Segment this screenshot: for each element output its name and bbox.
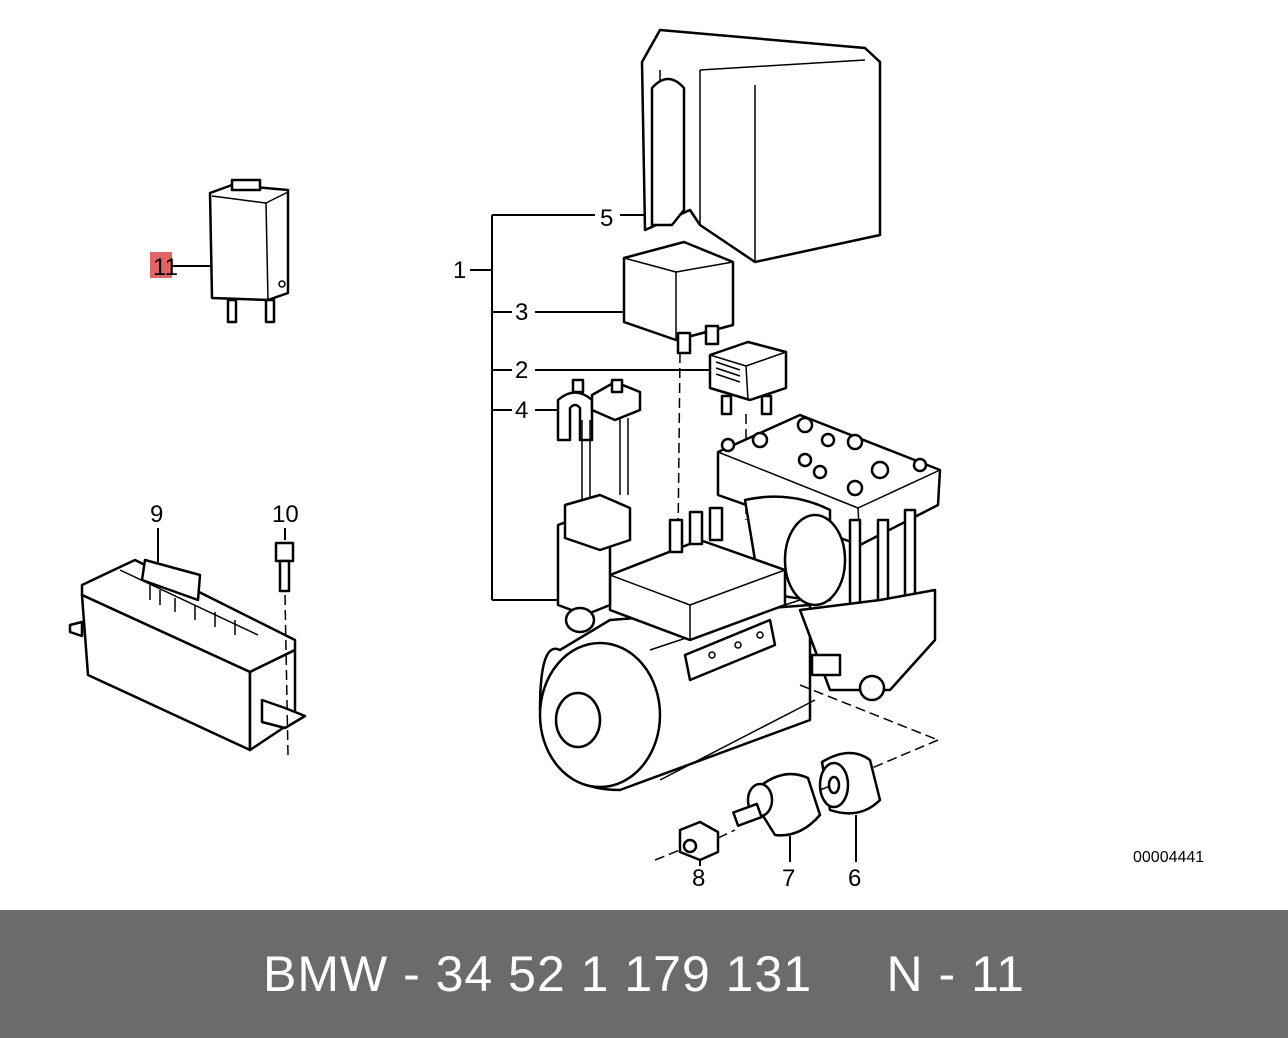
callout-5[interactable]: 5 (600, 205, 613, 232)
rubber-mount-part-6: 6 (818, 751, 882, 892)
relay-part-2: 2 (515, 340, 788, 520)
parts-diagram-svg: 11 9 10 1 (68, 28, 1204, 892)
diagram-code: 00004441 (1133, 849, 1204, 866)
hydraulic-unit-assembly (538, 413, 942, 792)
bolt-part-10: 10 (272, 501, 299, 756)
part-number-caption: BMW - 34 52 1 179 131 N - 11 (263, 946, 1025, 1002)
control-unit-part-9: 9 (68, 501, 307, 752)
callout-6[interactable]: 6 (848, 865, 861, 892)
relay-part-3: 3 (515, 240, 735, 541)
parts-diagram: 11 9 10 1 (68, 28, 1205, 892)
callout-9[interactable]: 9 (150, 501, 163, 528)
callout-11[interactable]: 11 (153, 254, 178, 281)
cover-part-5: 5 (600, 28, 882, 264)
footer-bar: BMW - 34 52 1 179 131 N - 11 (0, 910, 1288, 1038)
callout-11-highlight (150, 252, 172, 278)
callout-10[interactable]: 10 (272, 501, 299, 528)
callout-4[interactable]: 4 (515, 397, 528, 424)
callout-2[interactable]: 2 (515, 357, 528, 384)
relay-part-11: 11 (150, 178, 290, 324)
callout-3[interactable]: 3 (515, 299, 528, 326)
callout-1[interactable]: 1 (453, 257, 466, 284)
nut-part-8: 8 (654, 785, 831, 892)
callout-8[interactable]: 8 (692, 865, 705, 892)
group-bracket-1: 1 (453, 214, 595, 601)
callout-7[interactable]: 7 (782, 865, 795, 892)
bushing-part-7: 7 (732, 772, 822, 892)
clamp-part-4: 4 (515, 378, 642, 500)
